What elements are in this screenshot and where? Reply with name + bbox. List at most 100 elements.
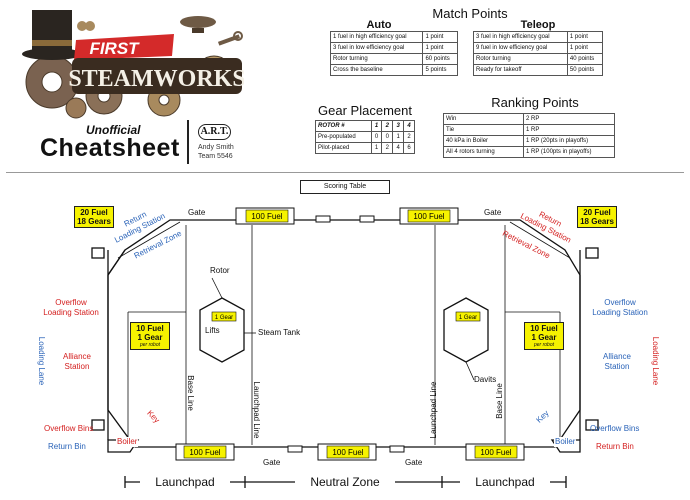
per-robot-label: per robot: [139, 342, 160, 348]
field-wall: [107, 219, 581, 448]
airship-icon: [180, 16, 216, 33]
alliance-station-left: Alliance Station: [52, 352, 102, 372]
table-cell: Win: [443, 113, 524, 125]
lifts-label: Lifts: [205, 326, 220, 335]
boiler-left: Boiler: [116, 437, 139, 447]
svg-text:100 Fuel: 100 Fuel: [332, 448, 363, 457]
table-cell: 1 RP (100pts in playoffs): [523, 146, 615, 158]
gate-label-top-right: Gate: [484, 208, 502, 217]
svg-text:100 Fuel: 100 Fuel: [480, 448, 511, 457]
launchpad-left: Launchpad: [140, 475, 230, 489]
hopper-bottom-2: 100 Fuel: [317, 443, 377, 461]
left-airship: [199, 297, 245, 363]
page-title: Cheatsheet: [40, 134, 180, 162]
right-airship: [443, 297, 489, 363]
return-bin-right: Return Bin: [596, 442, 634, 451]
table-header-cell: 4: [403, 120, 415, 132]
label-line: Alliance: [62, 352, 91, 361]
table-cell: Ready for takeoff: [473, 64, 568, 76]
section-divider: [6, 172, 684, 173]
base-line-label-right: Base Line: [495, 383, 504, 419]
label-line: Loading Station: [43, 308, 99, 317]
label-line: Station: [64, 362, 90, 371]
label-line: Alliance: [602, 352, 631, 361]
launchpad-right: Launchpad: [460, 475, 550, 489]
overflow-bins-right: Overflow Bins: [590, 424, 640, 433]
gear-placement-title: Gear Placement: [318, 103, 412, 118]
field-diagram: 1 Gear 1 Gear 100 Fuel 100 Fuel 100 Fuel…: [91, 207, 599, 488]
table-row: Pre-populated 0 0 1 2: [315, 131, 415, 143]
fuel-label: 20 Fuel: [583, 208, 611, 217]
table-cell: 1 point: [566, 42, 604, 54]
overflow-loading-station-right: Overflow Loading Station: [584, 298, 656, 318]
label-line: Overflow: [604, 298, 636, 307]
table-cell: 3 fuel in low efficiency goal: [329, 42, 424, 54]
author: Andy Smith Team 5546: [198, 143, 234, 161]
neutral-zone: Neutral Zone: [295, 475, 395, 489]
steamworks-logo: FIRST STEAMWORKS: [22, 10, 244, 119]
table-cell: 5 points: [422, 64, 458, 76]
svg-text:100 Fuel: 100 Fuel: [189, 448, 220, 457]
svg-text:100 Fuel: 100 Fuel: [251, 212, 282, 221]
table-cell: 1 fuel in high efficiency goal: [329, 31, 424, 43]
table-cell: 2: [403, 131, 415, 143]
table-cell: 6: [403, 142, 415, 154]
loading-lane-left: Loading Lane: [37, 336, 46, 386]
table-cell: Tie: [443, 124, 524, 136]
label-line: Station: [604, 362, 630, 371]
label-line: 10 Fuel: [530, 324, 558, 333]
author-name: Andy Smith: [198, 144, 234, 151]
rotor-label: Rotor: [210, 266, 230, 275]
table-header-cell: 2: [381, 120, 394, 132]
table-cell: 1 point: [566, 31, 604, 43]
fuel-label: 20 Fuel: [80, 208, 108, 217]
overflow-loading-station-left: Overflow Loading Station: [36, 298, 106, 318]
table-row: Pilot-placed 1 2 4 6: [315, 142, 415, 154]
loading-lane-right: Loading Lane: [651, 336, 660, 386]
launchpad-line-label-left: Launchpad Line: [252, 381, 261, 439]
label-line: Loading Station: [592, 308, 648, 317]
left-fuel-gears: 20 Fuel 18 Gears: [74, 206, 114, 228]
base-line-label-left: Base Line: [186, 375, 195, 411]
right-fuel-gears: 20 Fuel 18 Gears: [577, 206, 617, 228]
alliance-station-right: Alliance Station: [592, 352, 642, 372]
unofficial-label: Unofficial: [86, 123, 141, 137]
table-header-row: ROTOR # 1 2 3 4: [315, 120, 415, 132]
table-cell: 3 fuel in high efficiency goal: [473, 31, 568, 43]
table-cell: 0: [370, 131, 383, 143]
table-cell: 40 points: [566, 53, 604, 65]
boiler-right: Boiler: [554, 437, 577, 447]
match-points-title: Match Points: [432, 6, 508, 21]
davits-label: Davits: [474, 375, 497, 384]
launchpad-line-label-right: Launchpad Line: [429, 381, 438, 439]
table-cell: 1 point: [422, 42, 458, 54]
label-line: 10 Fuel: [136, 324, 164, 333]
top-hat-icon: [22, 10, 95, 60]
table-cell: 2: [381, 142, 394, 154]
table-cell: 1 RP (20pts in playoffs): [523, 135, 615, 147]
hopper-bottom-3: 100 Fuel: [465, 443, 525, 461]
label-line: 1 Gear: [137, 333, 163, 342]
return-bin-left: Return Bin: [48, 442, 86, 451]
table-cell: Cross the baseline: [329, 64, 424, 76]
auto-title: Auto: [366, 19, 392, 31]
left-gear-tag: 1 Gear: [215, 315, 233, 321]
gate-label-top-left: Gate: [188, 208, 206, 217]
art-logo: A.R.T.: [198, 124, 231, 140]
table-cell: Rotor turning: [329, 53, 424, 65]
station-load-right: 10 Fuel 1 Gear per robot: [524, 322, 564, 350]
table-cell: 2 RP: [523, 113, 615, 125]
right-gear-tag: 1 Gear: [459, 315, 477, 321]
gate-label-bottom-left: Gate: [263, 458, 281, 467]
steam-tank-label: Steam Tank: [258, 328, 301, 337]
